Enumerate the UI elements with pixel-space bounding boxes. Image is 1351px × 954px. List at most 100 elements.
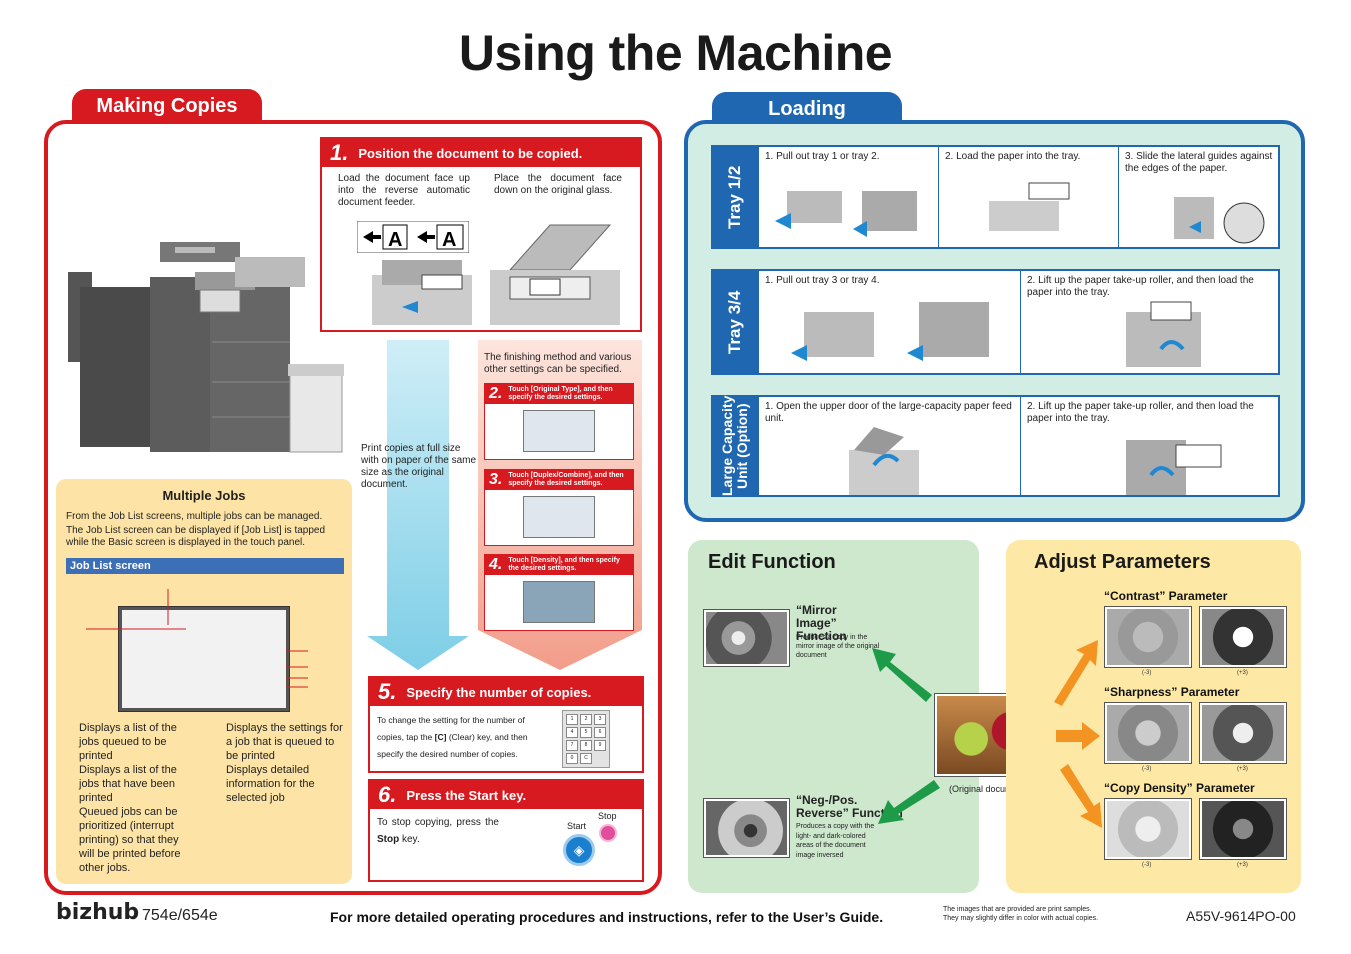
- job-desc-left: Displays a list of the jobs queued to be…: [79, 722, 181, 874]
- machine-illustration: [68, 242, 344, 453]
- tray-3-4-label: Tray 3/4: [711, 269, 759, 375]
- tray-1-2-step-3: 3. Slide the lateral guides against the …: [1119, 147, 1282, 247]
- density-minus-sample: [1104, 798, 1192, 860]
- step-4-box: 4. Touch [Density], and then specify the …: [484, 554, 634, 631]
- callout-lines: [86, 589, 308, 688]
- step-2-title: Touch [Original Type], and then specify …: [508, 386, 613, 401]
- step-3-box: 3. Touch [Duplex/Combine], and then speci…: [484, 469, 634, 546]
- tray-1-2-label: Tray 1/2: [711, 145, 759, 249]
- mirror-title: “Mirror Image” Function: [796, 603, 847, 643]
- step-1-header: 1. Position the document to be copied.: [322, 139, 640, 167]
- keypad-key: 3: [594, 714, 606, 725]
- neg-pos-desc: Produces a copy with the light- and dark…: [796, 823, 875, 859]
- step-3-title: Touch [Duplex/Combine], and then specify…: [508, 472, 624, 487]
- page-title: Using the Machine: [458, 25, 893, 81]
- full-size-note: Print copies at full size with on paper …: [361, 443, 477, 490]
- density-plus-label: (+3): [1237, 862, 1248, 868]
- tray-3-4-step-1: 1. Pull out tray 3 or tray 4.: [759, 271, 1021, 373]
- contrast-minus-sample: [1104, 606, 1192, 668]
- tray-3-4-load-illustration: [1126, 301, 1201, 367]
- contrast-plus-sample: [1199, 606, 1287, 668]
- keypad-key: 6: [594, 727, 606, 738]
- keypad-key: 0: [566, 753, 578, 764]
- neg-pos-title: “Neg-/Pos. Reverse” Function: [796, 793, 903, 820]
- step-6-box: 6. Press the Start key. To stop copying,…: [368, 779, 644, 882]
- lcu-load-illustration: [1126, 440, 1222, 495]
- sharpness-plus-sample: [1199, 702, 1287, 764]
- tray-3-4-pull-illustration: [791, 302, 989, 361]
- full-size-arrow: [367, 340, 469, 670]
- model-number: 754e/654e: [142, 907, 218, 924]
- start-label: Start: [567, 821, 587, 831]
- step-3-screen: [523, 496, 595, 538]
- density-minus-label: (-3): [1142, 862, 1152, 868]
- step-6-number: 6.: [378, 782, 397, 807]
- step-4-number: 4.: [489, 556, 503, 573]
- keypad-key: 2: [580, 714, 592, 725]
- step-1-box: 1. Position the document to be copied. L…: [320, 137, 642, 332]
- sharpness-plus-label: (+3): [1237, 766, 1248, 772]
- tray-pull-illustration: [775, 191, 917, 237]
- step-1-adf-text: Load the document face up into the rever…: [338, 173, 470, 208]
- job-desc-right: Displays the settings for a job that is …: [226, 722, 343, 804]
- multiple-jobs-heading: Multiple Jobs: [162, 488, 246, 503]
- multiple-jobs-para-1: From the Job List screens, multiple jobs…: [66, 511, 323, 522]
- keypad-key: 8: [580, 740, 592, 751]
- svg-text:A: A: [442, 229, 456, 251]
- keypad-key: 5: [580, 727, 592, 738]
- step-1-number: 1.: [330, 140, 349, 165]
- density-plus-sample: [1199, 798, 1287, 860]
- sharpness-minus-label: (-3): [1142, 766, 1152, 772]
- adf-illustration: [372, 260, 472, 325]
- brand-logo: bizhub: [56, 900, 140, 925]
- step-5-title: Specify the number of copies.: [406, 684, 592, 700]
- keypad-key: C: [580, 753, 592, 764]
- mirror-image-sample: [703, 609, 790, 667]
- step-4-screen: [523, 581, 595, 623]
- edit-function-title: Edit Function: [708, 551, 836, 573]
- glass-illustration: [490, 224, 620, 325]
- step-6-title: Press the Start key.: [406, 787, 527, 803]
- lcu-door-illustration: [849, 427, 919, 495]
- mirror-desc: Produces a copy in the mirror image of t…: [796, 634, 880, 659]
- tray-load-illustration: [989, 182, 1070, 231]
- tray-1-2-step-2: 2. Load the paper into the tray.: [939, 147, 1119, 247]
- keypad-key: 4: [566, 727, 578, 738]
- step-5-text: To change the setting for the number of …: [377, 715, 528, 759]
- step-3-number: 3.: [489, 471, 503, 488]
- lcu-label: Large Capacity Unit (Option): [711, 395, 759, 497]
- step-2-screen: [523, 410, 595, 452]
- adjust-arrows: [1054, 640, 1102, 828]
- step-2-box: 2.Touch [Original Type], and then specif…: [484, 383, 634, 460]
- guide-note: For more detailed operating procedures a…: [330, 909, 884, 925]
- multiple-jobs-para-2: The Job List screen can be displayed if …: [66, 525, 326, 548]
- tray-3-4-step-2: 2. Lift up the paper take-up roller, and…: [1021, 271, 1282, 373]
- keypad-key: 9: [594, 740, 606, 751]
- start-key-icon: ◈: [563, 834, 595, 866]
- job-list-bar: Job List screen: [66, 558, 344, 574]
- contrast-minus-label: (-3): [1142, 670, 1152, 676]
- copy-density-title: “Copy Density” Parameter: [1104, 781, 1255, 795]
- job-list-screen: [118, 606, 290, 712]
- step-5-header: 5. Specify the number of copies.: [370, 678, 642, 706]
- tray-1-2-box: 1. Pull out tray 1 or tray 2. 2. Load th…: [757, 145, 1280, 249]
- tray-3-4-box: 1. Pull out tray 3 or tray 4. 2. Lift up…: [757, 269, 1280, 375]
- tray-guide-illustration: [1174, 197, 1265, 244]
- document-orientation-icon: A A: [357, 221, 469, 253]
- keypad-key: 7: [566, 740, 578, 751]
- making-copies-tab: Making Copies: [72, 89, 262, 124]
- lcu-step-1: 1. Open the upper door of the large-capa…: [759, 397, 1021, 495]
- svg-text:A: A: [388, 229, 402, 251]
- step-5-number: 5.: [378, 679, 397, 704]
- contrast-plus-label: (+3): [1237, 670, 1248, 676]
- step-6-text: To stop copying, press the Stop key.: [377, 817, 499, 845]
- adjust-parameters-title: Adjust Parameters: [1034, 551, 1211, 573]
- sample-note: The images that are provided are print s…: [943, 906, 1099, 922]
- sharpness-title: “Sharpness” Parameter: [1104, 685, 1240, 699]
- lcu-step-2: 2. Lift up the paper take-up roller, and…: [1021, 397, 1282, 495]
- step-4-title: Touch [Density], and then specify the de…: [508, 557, 620, 572]
- sharpness-minus-sample: [1104, 702, 1192, 764]
- tray-1-2-step-1: 1. Pull out tray 1 or tray 2.: [759, 147, 939, 247]
- step-1-glass-text: Place the document face down on the orig…: [494, 173, 622, 196]
